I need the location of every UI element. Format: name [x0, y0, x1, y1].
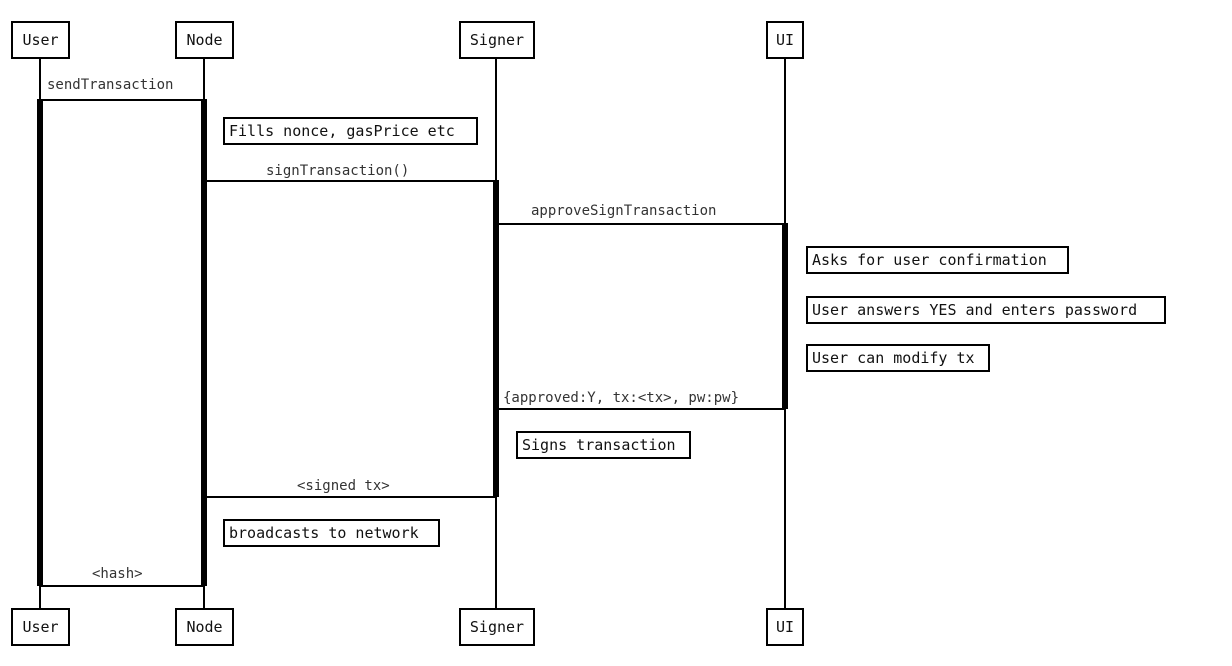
- participant-head-signer[interactable]: Signer: [459, 21, 535, 59]
- message-line-m4: [496, 408, 786, 410]
- message-line-m1: [40, 99, 205, 101]
- activation-bar-user: [37, 99, 43, 586]
- activation-bar-signer: [493, 180, 499, 497]
- participant-foot-ui[interactable]: UI: [766, 608, 804, 646]
- participant-label-signer: Signer: [469, 618, 525, 636]
- participant-foot-user[interactable]: User: [11, 608, 70, 646]
- message-label-m2: signTransaction(): [266, 163, 410, 179]
- message-line-m2: [204, 180, 497, 182]
- note-n4: User can modify tx: [806, 344, 990, 372]
- lifeline-ui: [784, 57, 786, 608]
- message-label-m5: <signed tx>: [297, 478, 390, 494]
- participant-label-node: Node: [186, 618, 223, 636]
- participant-head-user[interactable]: User: [11, 21, 70, 59]
- lifeline-node: [203, 57, 205, 608]
- activation-bar-node: [201, 99, 207, 586]
- note-n3: User answers YES and enters password: [806, 296, 1166, 324]
- message-label-m6: <hash>: [92, 566, 143, 582]
- message-label-m3: approveSignTransaction: [531, 203, 717, 219]
- participant-label-ui: UI: [775, 618, 795, 636]
- participant-head-node[interactable]: Node: [175, 21, 234, 59]
- note-label-n1: Fills nonce, gasPrice etc: [229, 121, 455, 140]
- message-label-m4: {approved:Y, tx:<tx>, pw:pw}: [503, 390, 740, 406]
- note-n1: Fills nonce, gasPrice etc: [223, 117, 478, 145]
- participant-label-user: User: [22, 618, 59, 636]
- note-n2: Asks for user confirmation: [806, 246, 1069, 274]
- note-label-n5: Signs transaction: [522, 435, 676, 454]
- note-n6: broadcasts to network: [223, 519, 440, 547]
- lifeline-signer: [495, 57, 497, 608]
- participant-label-ui: UI: [775, 31, 795, 49]
- note-label-n2: Asks for user confirmation: [812, 250, 1047, 269]
- participant-label-node: Node: [186, 31, 223, 49]
- participant-label-signer: Signer: [469, 31, 525, 49]
- activation-bar-ui: [782, 223, 788, 409]
- lifeline-user: [39, 57, 41, 608]
- message-label-m1: sendTransaction: [47, 77, 174, 93]
- message-line-m6: [40, 585, 205, 587]
- note-label-n4: User can modify tx: [812, 348, 975, 367]
- message-line-m5: [204, 496, 497, 498]
- participant-head-ui[interactable]: UI: [766, 21, 804, 59]
- note-label-n6: broadcasts to network: [229, 523, 419, 542]
- note-label-n3: User answers YES and enters password: [812, 300, 1138, 319]
- message-line-m3: [496, 223, 786, 225]
- participant-foot-signer[interactable]: Signer: [459, 608, 535, 646]
- participant-foot-node[interactable]: Node: [175, 608, 234, 646]
- participant-label-user: User: [22, 31, 59, 49]
- note-n5: Signs transaction: [516, 431, 691, 459]
